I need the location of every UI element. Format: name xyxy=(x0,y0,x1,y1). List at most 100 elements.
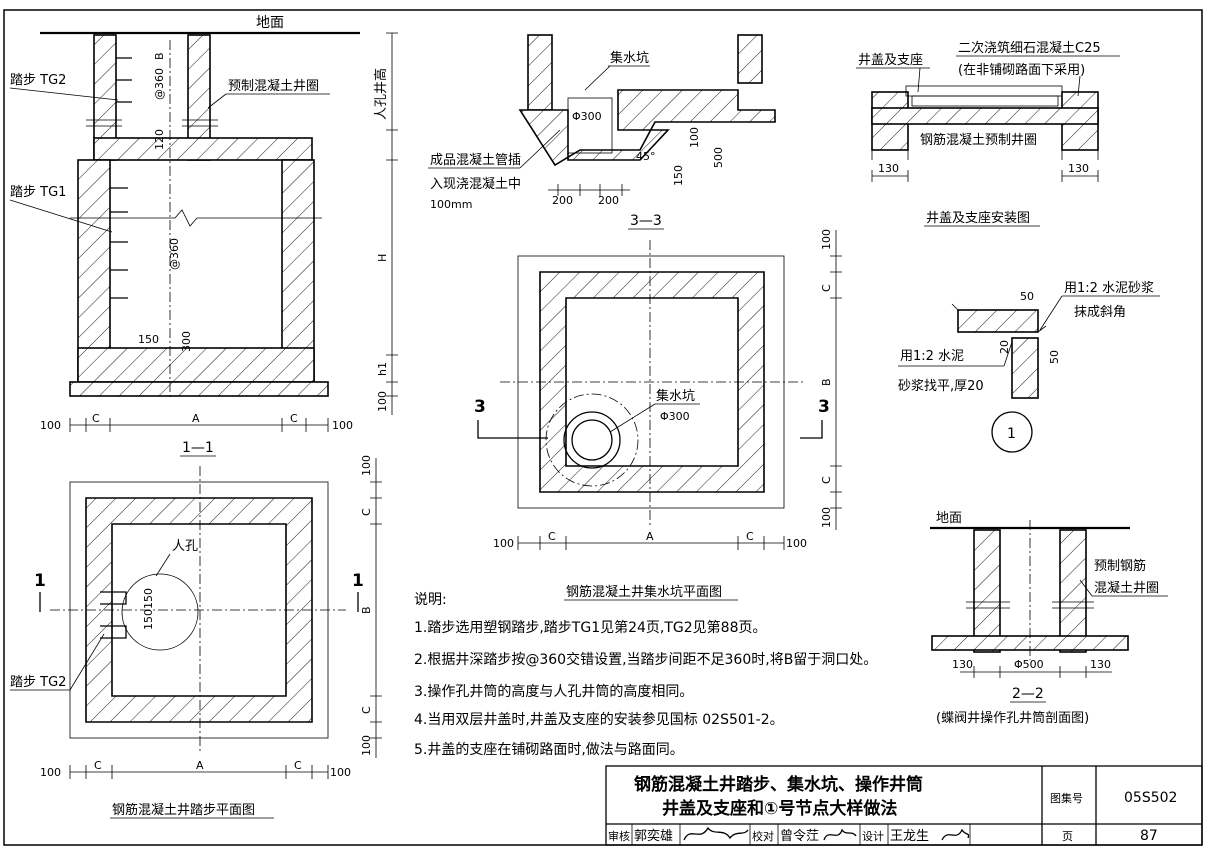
sump-plan-title: 钢筋混凝土井集水坑平面图 xyxy=(566,584,722,600)
mortar2-note-2: 砂浆找平,厚20 xyxy=(898,379,984,394)
dim-c-stp-bot: C xyxy=(360,706,373,714)
node-1-detail: 用1:2 水泥砂浆 抹成斜角 50 50 20 用1:2 水泥 砂浆找平,厚20… xyxy=(898,281,1160,453)
manhole-elevation: 地面 踏步 TG2 预制混凝土井圈 踏步 TG1 @360 B 120 @360… xyxy=(9,15,398,457)
sec3-right: 3 xyxy=(818,397,830,417)
page-label: 页 xyxy=(1062,830,1073,843)
dim-b-sp: B xyxy=(820,378,833,386)
title-line-1: 钢筋混凝土井踏步、集水坑、操作井筒 xyxy=(634,774,923,795)
title-line-2: 井盖及支座和①号节点大样做法 xyxy=(662,798,897,819)
note-1: 1.踏步选用塑钢踏步,踏步TG1见第24页,TG2见第88页。 xyxy=(414,619,767,636)
dim-c-spl: C xyxy=(548,530,556,543)
dim-100-l: 100 xyxy=(40,419,61,432)
dim-h1: h1 xyxy=(376,362,389,376)
dim-200-b: 200 xyxy=(598,194,619,207)
dim-h: H xyxy=(376,254,389,262)
pipe-note-1: 成品混凝土管插 xyxy=(430,152,521,168)
review-label: 审核 xyxy=(608,829,630,843)
dim-120: 120 xyxy=(153,129,166,150)
sec1-left: 1 xyxy=(34,571,46,591)
sump-plan-label: 集水坑 xyxy=(656,388,695,404)
section-2-2: 地面 预制钢筋 混凝土井圈 130 Φ500 130 2—2 (蝶阀井操作孔井筒… xyxy=(930,511,1168,726)
dim-b-stp: B xyxy=(360,606,373,614)
sump-plan: 3 3 集水坑 Φ300 100 C B C 100 100 C A C 100… xyxy=(474,229,842,601)
dim-b-top: B xyxy=(153,52,166,60)
mortar-note-2: 抹成斜角 xyxy=(1074,305,1126,320)
dim-c-spr: C xyxy=(746,530,754,543)
dim-c-sp-bot: C xyxy=(820,476,833,484)
dim-130-22-r: 130 xyxy=(1090,658,1111,671)
sump-plan-phi: Φ300 xyxy=(660,410,690,423)
dim-100-r: 100 xyxy=(332,419,353,432)
dim-45: 45° xyxy=(636,150,656,163)
dim-a: A xyxy=(192,412,200,425)
dim-20: 20 xyxy=(998,340,1011,354)
design-label: 设计 xyxy=(862,830,884,843)
reviewer-name: 郭奕雄 xyxy=(634,828,673,844)
precast-ring-label: 预制混凝土井圈 xyxy=(228,78,319,94)
pipe-note-2: 入现浇混凝土中 xyxy=(430,176,521,192)
section-2-2-title: 2—2 xyxy=(1012,686,1044,702)
ground-label-top: 地面 xyxy=(256,15,284,31)
checker-signature xyxy=(823,828,857,841)
checker-name: 曾令茳 xyxy=(780,828,819,844)
ground-label-22: 地面 xyxy=(936,511,962,526)
pipe-note-3: 100mm xyxy=(430,198,472,211)
dim-150-sump: 150 xyxy=(672,165,685,186)
sump-label-sec: 集水坑 xyxy=(610,50,649,66)
dim-100-spr: 100 xyxy=(786,537,807,550)
notes-heading: 说明: xyxy=(414,592,447,608)
phi300-sec: Φ300 xyxy=(572,110,602,123)
cover-install: 井盖及支座 二次浇筑细石混凝土C25 (在非铺砌路面下采用) 钢筋混凝土预制井圈… xyxy=(856,40,1120,227)
dim-100-sp-top: 100 xyxy=(820,229,833,250)
sec1-right: 1 xyxy=(352,571,364,591)
dim-50-b: 50 xyxy=(1048,350,1061,364)
dim-a-stp: A xyxy=(196,759,204,772)
notes-block: 说明: 1.踏步选用塑钢踏步,踏步TG1见第24页,TG2见第88页。 2.根据… xyxy=(414,592,877,758)
dim-c-l: C xyxy=(92,412,100,425)
designer-signature xyxy=(941,828,970,841)
manhole-label: 人孔 xyxy=(172,539,198,554)
step-plan-title: 钢筋混凝土井踏步平面图 xyxy=(112,802,255,818)
dim-300: 300 xyxy=(180,331,193,352)
section-3-3-title: 3—3 xyxy=(630,213,662,229)
pour-note-2: (在非铺砌路面下采用) xyxy=(958,62,1085,78)
dim-100-spl: 100 xyxy=(493,537,514,550)
dim-50-a: 50 xyxy=(1020,290,1034,303)
check-label: 校对 xyxy=(752,829,774,843)
dim-100-stpl: 100 xyxy=(40,766,61,779)
note-4: 4.当用双层井盖时,井盖及支座的安装参见国标 02S501-2。 xyxy=(414,711,784,728)
note-5: 5.井盖的支座在铺砌路面时,做法与路面同。 xyxy=(414,742,684,758)
dim-at360-b: @360 xyxy=(168,238,181,270)
pour-note-1: 二次浇筑细石混凝土C25 xyxy=(958,40,1101,56)
dim-a-sp: A xyxy=(646,530,654,543)
dim-100-stpr: 100 xyxy=(330,766,351,779)
dim-c-r: C xyxy=(290,412,298,425)
dim-150150: 150150 xyxy=(142,588,155,630)
section-2-2-desc: (蝶阀井操作孔井筒剖面图) xyxy=(936,710,1089,726)
reviewer-signature xyxy=(683,826,749,841)
precast-rc-2: 混凝土井圈 xyxy=(1094,580,1159,596)
step-tg2-label-a: 踏步 TG2 xyxy=(10,73,66,88)
atlas-number: 05S502 xyxy=(1124,790,1177,806)
dim-130-cover-r: 130 xyxy=(1068,162,1089,175)
cover-install-title: 井盖及支座安装图 xyxy=(926,211,1030,226)
dim-100-v: 100 xyxy=(376,391,389,412)
dim-c-stpl: C xyxy=(94,759,102,772)
dim-200-a: 200 xyxy=(552,194,573,207)
dim-150: 150 xyxy=(138,333,159,346)
section-1-1-title: 1—1 xyxy=(182,440,214,456)
atlas-label: 图集号 xyxy=(1050,791,1083,805)
step-tg1-label: 踏步 TG1 xyxy=(10,185,66,200)
dim-100-stp-bot: 100 xyxy=(360,735,373,756)
step-tg2-label-b: 踏步 TG2 xyxy=(10,675,66,690)
precast-rc-1: 预制钢筋 xyxy=(1094,558,1146,574)
cover-seat-label: 井盖及支座 xyxy=(858,53,923,68)
dim-c-stp-top: C xyxy=(360,508,373,516)
dim-100-stp-top: 100 xyxy=(360,455,373,476)
dim-100-sp-bot: 100 xyxy=(820,507,833,528)
designer-name: 王龙生 xyxy=(890,829,929,844)
dim-500: 500 xyxy=(712,147,725,168)
sheet-border xyxy=(3,9,1203,846)
dim-130-cover-l: 130 xyxy=(878,162,899,175)
